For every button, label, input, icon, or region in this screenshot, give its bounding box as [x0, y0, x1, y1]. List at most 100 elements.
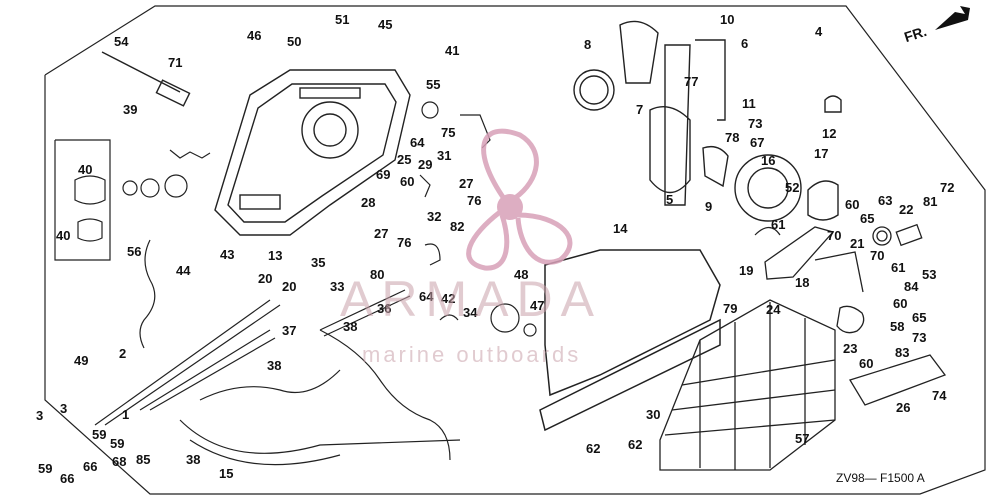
callout-label: 45 — [378, 17, 393, 32]
throttle-shaft — [101, 51, 191, 107]
callout-label: 30 — [646, 407, 661, 422]
callout-label: 64 — [410, 135, 425, 150]
callout-label: 69 — [376, 167, 391, 182]
callout-label: 70 — [827, 228, 842, 243]
callout-label: 67 — [750, 135, 765, 150]
callout-label: 11 — [742, 96, 756, 111]
callout-label: 40 — [56, 228, 71, 243]
callout-label: 16 — [761, 153, 776, 168]
callout-label: 62 — [586, 441, 601, 456]
callout-label: 60 — [400, 174, 415, 189]
callout-label: 32 — [427, 209, 442, 224]
callout-label: 12 — [822, 126, 837, 141]
callout-label: 57 — [795, 431, 810, 446]
callout-label: 73 — [748, 116, 763, 131]
callout-label: 5 — [666, 192, 674, 207]
callout-label: 25 — [397, 152, 412, 167]
callout-label: 74 — [932, 388, 947, 403]
callout-label: 2 — [119, 346, 127, 361]
callout-label: 51 — [335, 12, 350, 27]
callout-label: 3 — [36, 408, 44, 423]
watermark-tagline: marine outboards — [362, 342, 582, 367]
callout-label: 84 — [904, 279, 919, 294]
callout-label: 54 — [114, 34, 129, 49]
cover-plate — [539, 249, 721, 432]
callout-label: 19 — [739, 263, 754, 278]
callout-label: 40 — [78, 162, 93, 177]
callout-label: 58 — [890, 319, 905, 334]
callout-label: 46 — [247, 28, 262, 43]
callout-label: 81 — [923, 194, 938, 209]
callout-label: 35 — [311, 255, 326, 270]
control-lever-assembly — [573, 20, 842, 222]
callout-label: 17 — [814, 146, 829, 161]
callout-label: 72 — [940, 180, 955, 195]
callout-label: 33 — [330, 279, 345, 294]
callout-label: 65 — [860, 211, 875, 226]
diagram-frame — [44, 5, 986, 495]
callout-label: 60 — [845, 197, 860, 212]
callout-label: 77 — [684, 74, 699, 89]
center-parts — [419, 101, 781, 337]
callout-label: 13 — [268, 248, 283, 263]
callout-label: 60 — [893, 296, 908, 311]
callout-label: 27 — [374, 226, 389, 241]
watermark-brand: ARMADA — [340, 271, 602, 327]
callout-label: 59 — [38, 461, 53, 476]
callout-label: 39 — [123, 102, 138, 117]
callout-label: 62 — [628, 437, 643, 452]
callout-label: 82 — [450, 219, 465, 234]
callout-label: 3 — [60, 401, 68, 416]
callout-label: 73 — [912, 330, 927, 345]
callout-label: 20 — [258, 271, 273, 286]
callout-label: 53 — [922, 267, 937, 282]
callout-label: 6 — [741, 36, 749, 51]
callout-label: 8 — [584, 37, 592, 52]
callout-label: 37 — [282, 323, 297, 338]
callout-label: 43 — [220, 247, 235, 262]
callout-label: 20 — [282, 279, 297, 294]
callout-label: 50 — [287, 34, 302, 49]
callout-label: 85 — [136, 452, 151, 467]
callout-label: 48 — [514, 267, 529, 282]
gasket-grid — [659, 299, 836, 471]
callout-label: 76 — [467, 193, 482, 208]
callout-label: 28 — [361, 195, 376, 210]
callout-label: 7 — [636, 102, 644, 117]
callout-label: 41 — [445, 43, 460, 58]
callout-label: 83 — [895, 345, 910, 360]
callout-label: 59 — [110, 436, 125, 451]
callout-label: 60 — [859, 356, 874, 371]
callout-label: 52 — [785, 180, 800, 195]
callout-label: 56 — [127, 244, 142, 259]
bracket-assembly — [764, 223, 947, 406]
callout-label: 29 — [418, 157, 433, 172]
callout-label: 24 — [766, 302, 781, 317]
callout-label: 76 — [397, 235, 412, 250]
callout-label: 44 — [176, 263, 191, 278]
callout-label: 10 — [720, 12, 735, 27]
callout-label: 64 — [419, 289, 434, 304]
callout-label: 21 — [850, 236, 865, 251]
callout-label: 61 — [891, 260, 906, 275]
callout-label: 42 — [441, 291, 456, 306]
callout-label: 70 — [870, 248, 885, 263]
callout-label: 14 — [613, 221, 628, 236]
callout-label: 4 — [815, 24, 823, 39]
callout-label: 1 — [122, 407, 130, 422]
callout-label: 80 — [370, 267, 385, 282]
callout-label: 71 — [168, 55, 183, 70]
callout-label: 61 — [771, 217, 786, 232]
callout-label: 36 — [377, 301, 392, 316]
callout-label: 68 — [112, 454, 127, 469]
watermark-propeller — [466, 128, 573, 271]
drawing-code: ZV98— F1500 A — [836, 471, 925, 485]
callout-label: 18 — [795, 275, 810, 290]
callout-label: 78 — [725, 130, 740, 145]
callout-label: 79 — [723, 301, 738, 316]
callout-label: 15 — [219, 466, 234, 481]
callout-label: 38 — [343, 319, 358, 334]
callout-label: 55 — [426, 77, 441, 92]
callout-label: 63 — [878, 193, 893, 208]
